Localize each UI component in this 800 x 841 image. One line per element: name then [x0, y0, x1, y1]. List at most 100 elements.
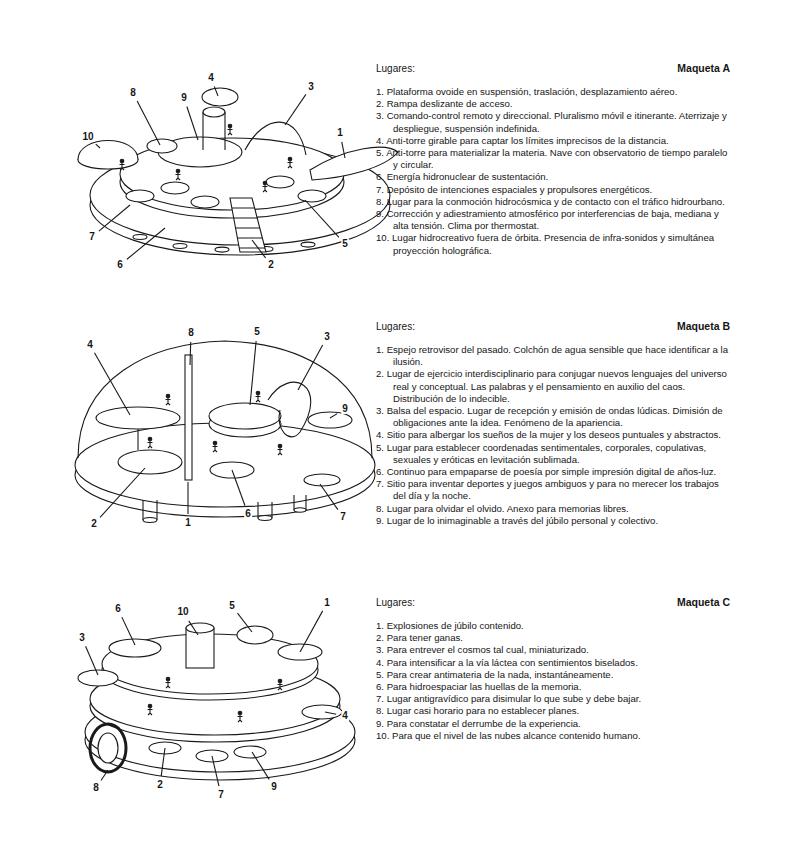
maqueta-c-drawing-stroke: [109, 639, 161, 657]
maqueta-a-drawing-stroke: [266, 176, 294, 188]
leader-line: [99, 205, 130, 231]
maqueta-a-drawing: [78, 88, 398, 255]
callout-number: 5: [341, 239, 349, 249]
place-description: 9. Lugar de lo inimaginable a través del…: [376, 515, 730, 527]
list-heading: Lugares:: [376, 63, 415, 74]
place-description: 9. Corrección y adiestramiento atmosféri…: [376, 208, 730, 232]
human-figure-stroke: [120, 159, 124, 163]
place-description: 4. Sitio para albergar los sueños de la …: [376, 429, 730, 441]
model-title: Maqueta A: [677, 62, 730, 74]
maqueta-b-drawing-stroke: [268, 382, 311, 437]
callout-number: 4: [207, 73, 215, 83]
callout-number: 6: [244, 509, 252, 519]
maqueta-b-drawing-stroke: [209, 403, 281, 429]
place-list: Lugares:Maqueta C1. Explosiones de júbil…: [376, 596, 730, 742]
maqueta-b-drawing-stroke: [185, 355, 192, 480]
callout-number: 8: [129, 88, 137, 98]
maqueta-c-drawing-stroke: [90, 724, 126, 772]
human-figure-stroke: [148, 708, 153, 715]
maqueta-a-drawing-stroke: [215, 247, 229, 252]
maqueta-b-drawing: [75, 341, 375, 523]
list-header: Lugares: Maqueta A: [376, 62, 730, 74]
human-figure-stroke: [278, 448, 283, 455]
place-description: 9. Para constatar el derrumbe de la expe…: [376, 718, 730, 730]
human-figure-stroke: [238, 715, 243, 722]
callout-number: 7: [339, 512, 347, 522]
place-description: 1. Espejo retrovisor del pasado. Colchón…: [376, 344, 730, 368]
leader-line: [189, 342, 191, 365]
maqueta-c-drawing-stroke: [186, 623, 214, 633]
leader-line: [94, 353, 130, 415]
maqueta-a-drawing-stroke: [203, 112, 225, 150]
place-description: 2. Para tener ganas.: [376, 632, 730, 644]
place-description: 2. Rampa deslizante de acceso.: [376, 98, 730, 110]
leader-line: [252, 752, 269, 779]
maqueta-b-drawing-stroke: [78, 341, 372, 458]
place-description: 8. Lugar para olvidar el olvido. Anexo p…: [376, 503, 730, 515]
maqueta-a-drawing-stroke: [301, 242, 315, 247]
place-description: 3. Para entrever el cosmos tal cual, min…: [376, 644, 730, 656]
human-figure-stroke: [278, 444, 282, 448]
maqueta-a-drawing-stroke: [133, 235, 147, 240]
list-heading: Lugares:: [376, 321, 415, 332]
callout-number: 4: [86, 340, 94, 350]
maqueta-a-drawing-stroke: [147, 139, 177, 153]
human-figure-stroke: [228, 128, 233, 135]
maqueta-a-drawing-stroke: [126, 190, 154, 202]
maqueta-a-drawing-stroke: [245, 122, 306, 155]
callout-number: 8: [92, 783, 100, 793]
leader-line: [86, 646, 98, 675]
leader-line: [137, 101, 160, 145]
place-description: 5. Para crear antimateria de la nada, in…: [376, 669, 730, 681]
leader-line: [187, 107, 198, 140]
human-figure: [288, 157, 293, 168]
human-figure: [120, 159, 125, 170]
maqueta-a-drawing-stroke: [298, 190, 326, 202]
human-figure: [166, 677, 171, 688]
human-figure: [278, 679, 283, 690]
maqueta-a-drawing-stroke: [191, 196, 219, 208]
human-figure-stroke: [213, 445, 218, 452]
place-description: 4. Para intensificar a la vía láctea con…: [376, 657, 730, 669]
place-list: Lugares: Maqueta B 1. Espejo retrovisor de…: [376, 320, 730, 527]
model-title: Maqueta B: [677, 320, 730, 332]
maqueta-b-drawing-stroke: [304, 474, 340, 486]
maqueta-b-drawing-stroke: [118, 450, 182, 474]
callout-number: 6: [116, 260, 124, 270]
callout-number: 2: [90, 519, 98, 529]
human-figure-stroke: [166, 398, 171, 405]
human-figure-stroke: [176, 173, 181, 180]
place-description: 5. Lugar para establecer coordenadas sen…: [376, 442, 730, 466]
place-description: 3. Comando-control remoto y direccional.…: [376, 110, 730, 134]
maqueta-a-drawing-stroke: [161, 182, 189, 194]
human-figure-stroke: [148, 441, 153, 448]
leader-line: [96, 144, 100, 148]
place-description: 1. Plataforma ovoide en suspensión, tras…: [376, 86, 730, 98]
callout-number: 6: [114, 604, 122, 614]
place-description: 6. Continuo para empaparse de poesía por…: [376, 466, 730, 478]
callout-number: 7: [88, 232, 96, 242]
callout-number: 10: [176, 607, 189, 617]
callout-number: 9: [270, 782, 278, 792]
human-figures: [120, 124, 293, 722]
maqueta-b-drawing-stroke: [294, 508, 306, 512]
maqueta-a-drawing-stroke: [232, 208, 265, 248]
leader-line: [232, 470, 245, 506]
callout-number: 3: [78, 633, 86, 643]
place-description: 10. Para que el nivel de las nubes alcan…: [376, 730, 730, 742]
human-figure-stroke: [288, 161, 293, 168]
place-description: 7. Depósito de intenciones espaciales y …: [376, 184, 730, 196]
leader-line: [250, 341, 256, 405]
maqueta-c-drawing-stroke: [237, 626, 273, 644]
human-figure-stroke: [213, 441, 217, 445]
leader-line: [127, 228, 165, 259]
leader-line: [161, 748, 165, 776]
callout-number: 5: [253, 327, 261, 337]
place-description: 6. Para hidroespaciar las huellas de la …: [376, 681, 730, 693]
maqueta-a-drawing-stroke: [78, 141, 138, 161]
maqueta-b-drawing-stroke: [308, 412, 352, 428]
maqueta-b-drawing-stroke: [143, 495, 306, 520]
leader-lines: [86, 86, 345, 786]
leader-line: [298, 345, 323, 390]
